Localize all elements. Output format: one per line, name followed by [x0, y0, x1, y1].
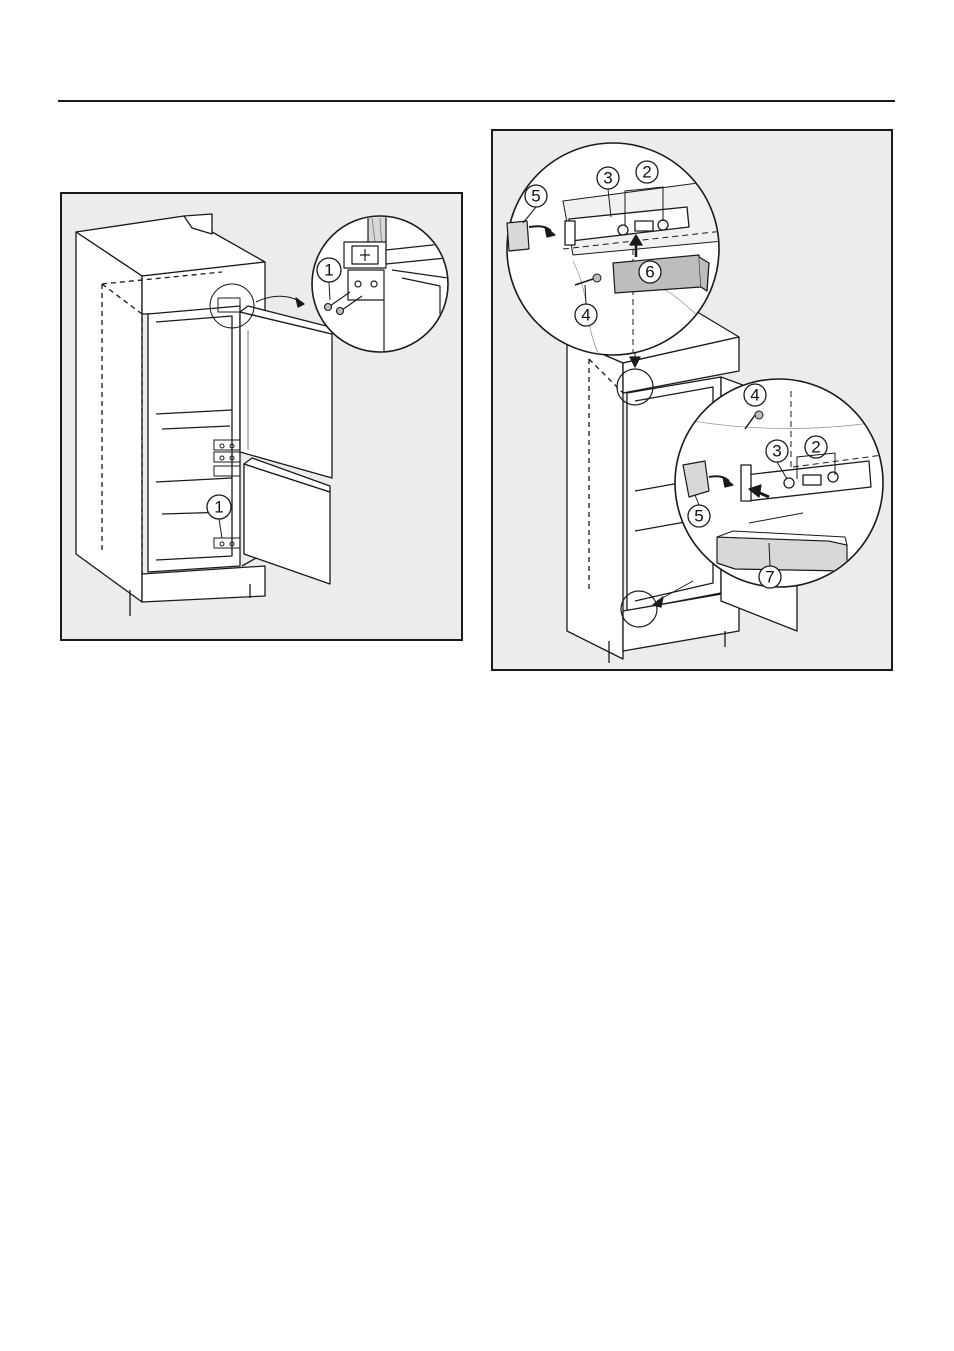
callout-1-upper-label: 1 [324, 261, 333, 280]
figure-door-hinge-screws: 1 1 [60, 192, 463, 641]
callout-2-top-label: 2 [642, 163, 651, 182]
callout-6-top: 6 [639, 261, 661, 283]
appliance-body [148, 306, 240, 572]
callout-6-top-label: 6 [645, 263, 654, 282]
callout-7-bottom-label: 7 [765, 568, 774, 587]
upper-door [240, 312, 332, 478]
callout-4-bottom-label: 4 [750, 386, 759, 405]
callout-5-bottom-label: 5 [694, 507, 703, 526]
trim-installation-illustration: 5 3 2 6 4 4 3 [493, 131, 895, 673]
door-hinge-illustration: 1 1 [62, 194, 465, 643]
callout-1-lower-label: 1 [214, 498, 223, 517]
callout-3-top-label: 3 [603, 169, 612, 188]
callout-3-bottom-label: 3 [772, 442, 781, 461]
callout-4-bottom: 4 [744, 384, 766, 406]
callout-2-bottom-label: 2 [811, 438, 820, 457]
cover-cap-5-top [507, 221, 529, 251]
figure-trim-and-covers: 5 3 2 6 4 4 3 [491, 129, 893, 671]
trim-strip-7 [717, 537, 847, 571]
cabinet-side [76, 232, 142, 602]
callout-5-top-label: 5 [531, 187, 540, 206]
header-rule [58, 100, 895, 102]
cabinet-side [567, 339, 623, 659]
callout-4-top-label: 4 [581, 306, 590, 325]
